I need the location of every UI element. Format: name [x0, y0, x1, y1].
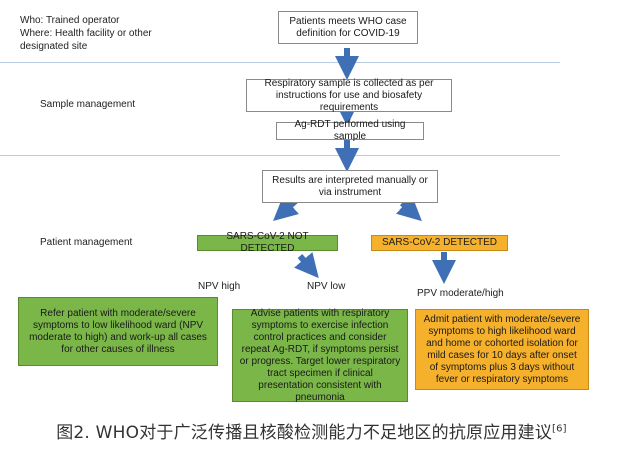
figure-caption: 图2. WHO对于广泛传播且核酸检测能力不足地区的抗原应用建议[6] — [0, 422, 623, 444]
arrow-negative-to-npv-low — [294, 252, 319, 279]
caption-text: 图2. WHO对于广泛传播且核酸检测能力不足地区的抗原应用建议 — [56, 423, 553, 443]
arrow-results-to-positive — [396, 196, 422, 222]
ppv-action-box: Admit patient with moderate/severe sympt… — [415, 309, 589, 390]
npv-high-action-box: Refer patient with moderate/severe sympt… — [18, 297, 218, 366]
sample-collection-box: Respiratory sample is collected as per i… — [246, 78, 452, 113]
ppv-label: PPV moderate/high — [417, 288, 504, 299]
ag-rdt-box: Ag-RDT performed using sample — [276, 119, 424, 142]
caption-reference: [6] — [552, 423, 567, 435]
where-line: Where: Health facility or other — [20, 28, 152, 39]
detected-box: SARS-CoV-2 DETECTED — [371, 235, 508, 251]
who-where-label: Who: Trained operator Where: Health faci… — [20, 14, 200, 53]
who-line: Who: Trained operator — [20, 15, 120, 26]
patient-management-label: Patient management — [40, 237, 133, 248]
npv-high-label: NPV high — [198, 281, 241, 292]
not-detected-box: SARS-CoV-2 NOT DETECTED — [197, 231, 338, 254]
section-divider-middle — [0, 155, 560, 156]
case-definition-box: Patients meets WHO case definition for C… — [278, 11, 418, 44]
npv-low-label: NPV low — [307, 281, 346, 292]
npv-low-action-box: Advise patients with respiratory symptom… — [232, 308, 408, 403]
results-box: Results are interpreted manually or via … — [262, 170, 438, 203]
sample-management-label: Sample management — [40, 99, 136, 110]
section-divider-top — [0, 62, 560, 63]
site-line: designated site — [20, 41, 88, 52]
